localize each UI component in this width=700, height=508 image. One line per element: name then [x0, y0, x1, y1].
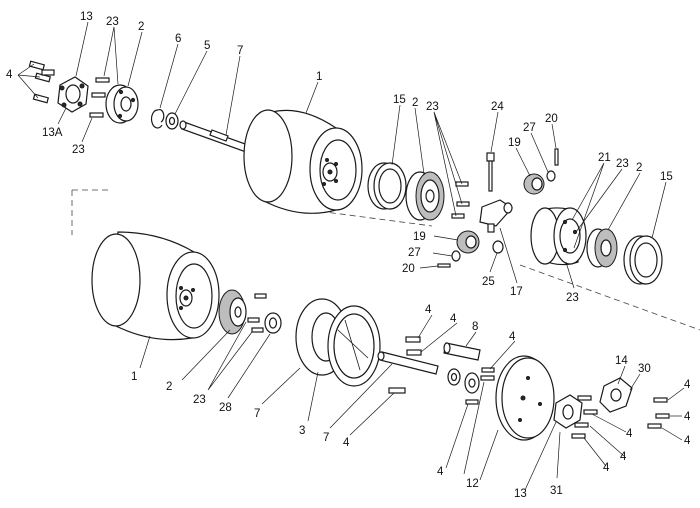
callout-7-lower: 7: [323, 432, 329, 444]
callout-13-lower: 13: [514, 488, 527, 500]
callout-24: 24: [491, 101, 504, 113]
callout-12: 12: [466, 478, 479, 490]
callout-17: 17: [510, 286, 523, 298]
bearing-set-lower: [447, 367, 495, 405]
callout-20-mid: 20: [402, 263, 415, 275]
callout-28: 28: [219, 402, 232, 414]
callout-31: 31: [550, 485, 563, 497]
bolt-set-23-lower: [247, 317, 264, 333]
callout-15-mid: 15: [393, 94, 406, 106]
callout-13a: 13A: [42, 127, 63, 139]
callout-4-mid-b: 4: [450, 313, 457, 325]
washer-27-upper: [546, 170, 556, 182]
bevel-gear-19-upper: [523, 173, 545, 195]
shaft-7-lower: [377, 351, 439, 375]
leader-lines: [17, 21, 685, 491]
tee-fitting-17: [479, 199, 513, 233]
upper-assembly: [28, 60, 663, 285]
callout-13-top: 13: [80, 11, 93, 23]
callout-19-mid: 19: [413, 231, 426, 243]
callout-1-top: 1: [316, 71, 322, 83]
callout-8: 8: [472, 321, 478, 333]
bolt-set-4-upper-left: [28, 60, 55, 104]
callout-23-mid: 23: [426, 101, 439, 113]
callout-4-lower-mid: 4: [437, 466, 444, 478]
drum-1-upper: [243, 109, 363, 214]
bolt-24: [486, 152, 495, 192]
callout-4-far-right-b: 4: [684, 411, 691, 423]
drum-21-right: [530, 207, 587, 266]
callout-21: 21: [598, 152, 611, 164]
callout-23-lower: 23: [193, 394, 206, 406]
seal-ring-15-right: [623, 235, 663, 285]
bevel-gear-19-lower: [456, 230, 480, 254]
flange-13: [57, 76, 89, 113]
callout-25: 25: [482, 276, 495, 288]
callout-2-top: 2: [138, 21, 144, 33]
callout-4-far-right-a: 4: [684, 379, 691, 391]
callout-5: 5: [204, 40, 210, 52]
callout-23-right: 23: [616, 158, 629, 170]
callout-4-far-right-c: 4: [684, 435, 691, 447]
washer-5: [165, 112, 179, 130]
hub-2-right: [586, 228, 618, 268]
callout-2-right: 2: [636, 162, 642, 174]
callout-23-top: 23: [106, 16, 119, 28]
pin-20-lower: [437, 263, 451, 268]
callout-23-drum-right: 23: [566, 292, 579, 304]
callout-6: 6: [175, 33, 181, 45]
callout-15-right: 15: [660, 171, 673, 183]
lower-assembly: [91, 231, 670, 441]
callout-14: 14: [615, 355, 628, 367]
callout-27-top: 27: [523, 122, 536, 134]
callout-labels: 13 23 2 6 5 7 4 1 13A 23 15 2 23 24 27 2…: [6, 11, 691, 500]
hub-2-upper-left: [105, 84, 139, 124]
callout-7-top: 7: [237, 45, 243, 57]
callout-4-right-c: 4: [603, 462, 610, 474]
callout-1-lower: 1: [131, 371, 137, 383]
callout-3: 3: [299, 425, 305, 437]
snap-ring-6: [150, 109, 165, 129]
washer-27-lower: [451, 250, 461, 262]
callout-4-right-b: 4: [620, 451, 627, 463]
bolt-set-4-lower-right: [571, 395, 598, 439]
callout-4-mid-c: 4: [509, 331, 516, 343]
nut-25: [492, 240, 504, 254]
callout-23-left: 23: [72, 144, 85, 156]
seal-ring-15-upper: [367, 162, 407, 210]
callout-4-mid-a: 4: [425, 304, 432, 316]
callout-7-lower-left: 7: [254, 408, 260, 420]
callout-2-mid: 2: [412, 97, 418, 109]
callout-4-lower-left: 4: [343, 437, 350, 449]
bushing-28: [264, 312, 282, 334]
shaft-7-upper: [179, 120, 249, 153]
shaft-8: [443, 342, 481, 361]
callout-4-right-a: 4: [626, 428, 633, 440]
bolt-set-4-middle: [388, 336, 422, 394]
callout-27-mid: 27: [408, 247, 421, 259]
callout-4-top-left: 4: [6, 69, 13, 81]
pin-20-upper: [554, 148, 559, 166]
callout-19-top: 19: [508, 137, 521, 149]
assembly-boundary-line: [71, 189, 700, 331]
end-cover-12: [495, 355, 555, 441]
callout-20-top: 20: [545, 113, 558, 125]
drum-1-lower: [91, 231, 220, 341]
callout-30: 30: [638, 363, 651, 375]
gear-hub-2-lower: [218, 289, 247, 335]
bracket-14: [599, 377, 633, 413]
callout-2-lower: 2: [166, 381, 172, 393]
flange-13-lower: [553, 394, 583, 429]
bolt-set-23-upper: [89, 77, 110, 118]
bolt-set-4-far-right: [647, 397, 670, 429]
gear-hub-2-upper: [405, 171, 445, 221]
screw-lower-top: [254, 293, 267, 299]
housing-3: [295, 298, 381, 387]
